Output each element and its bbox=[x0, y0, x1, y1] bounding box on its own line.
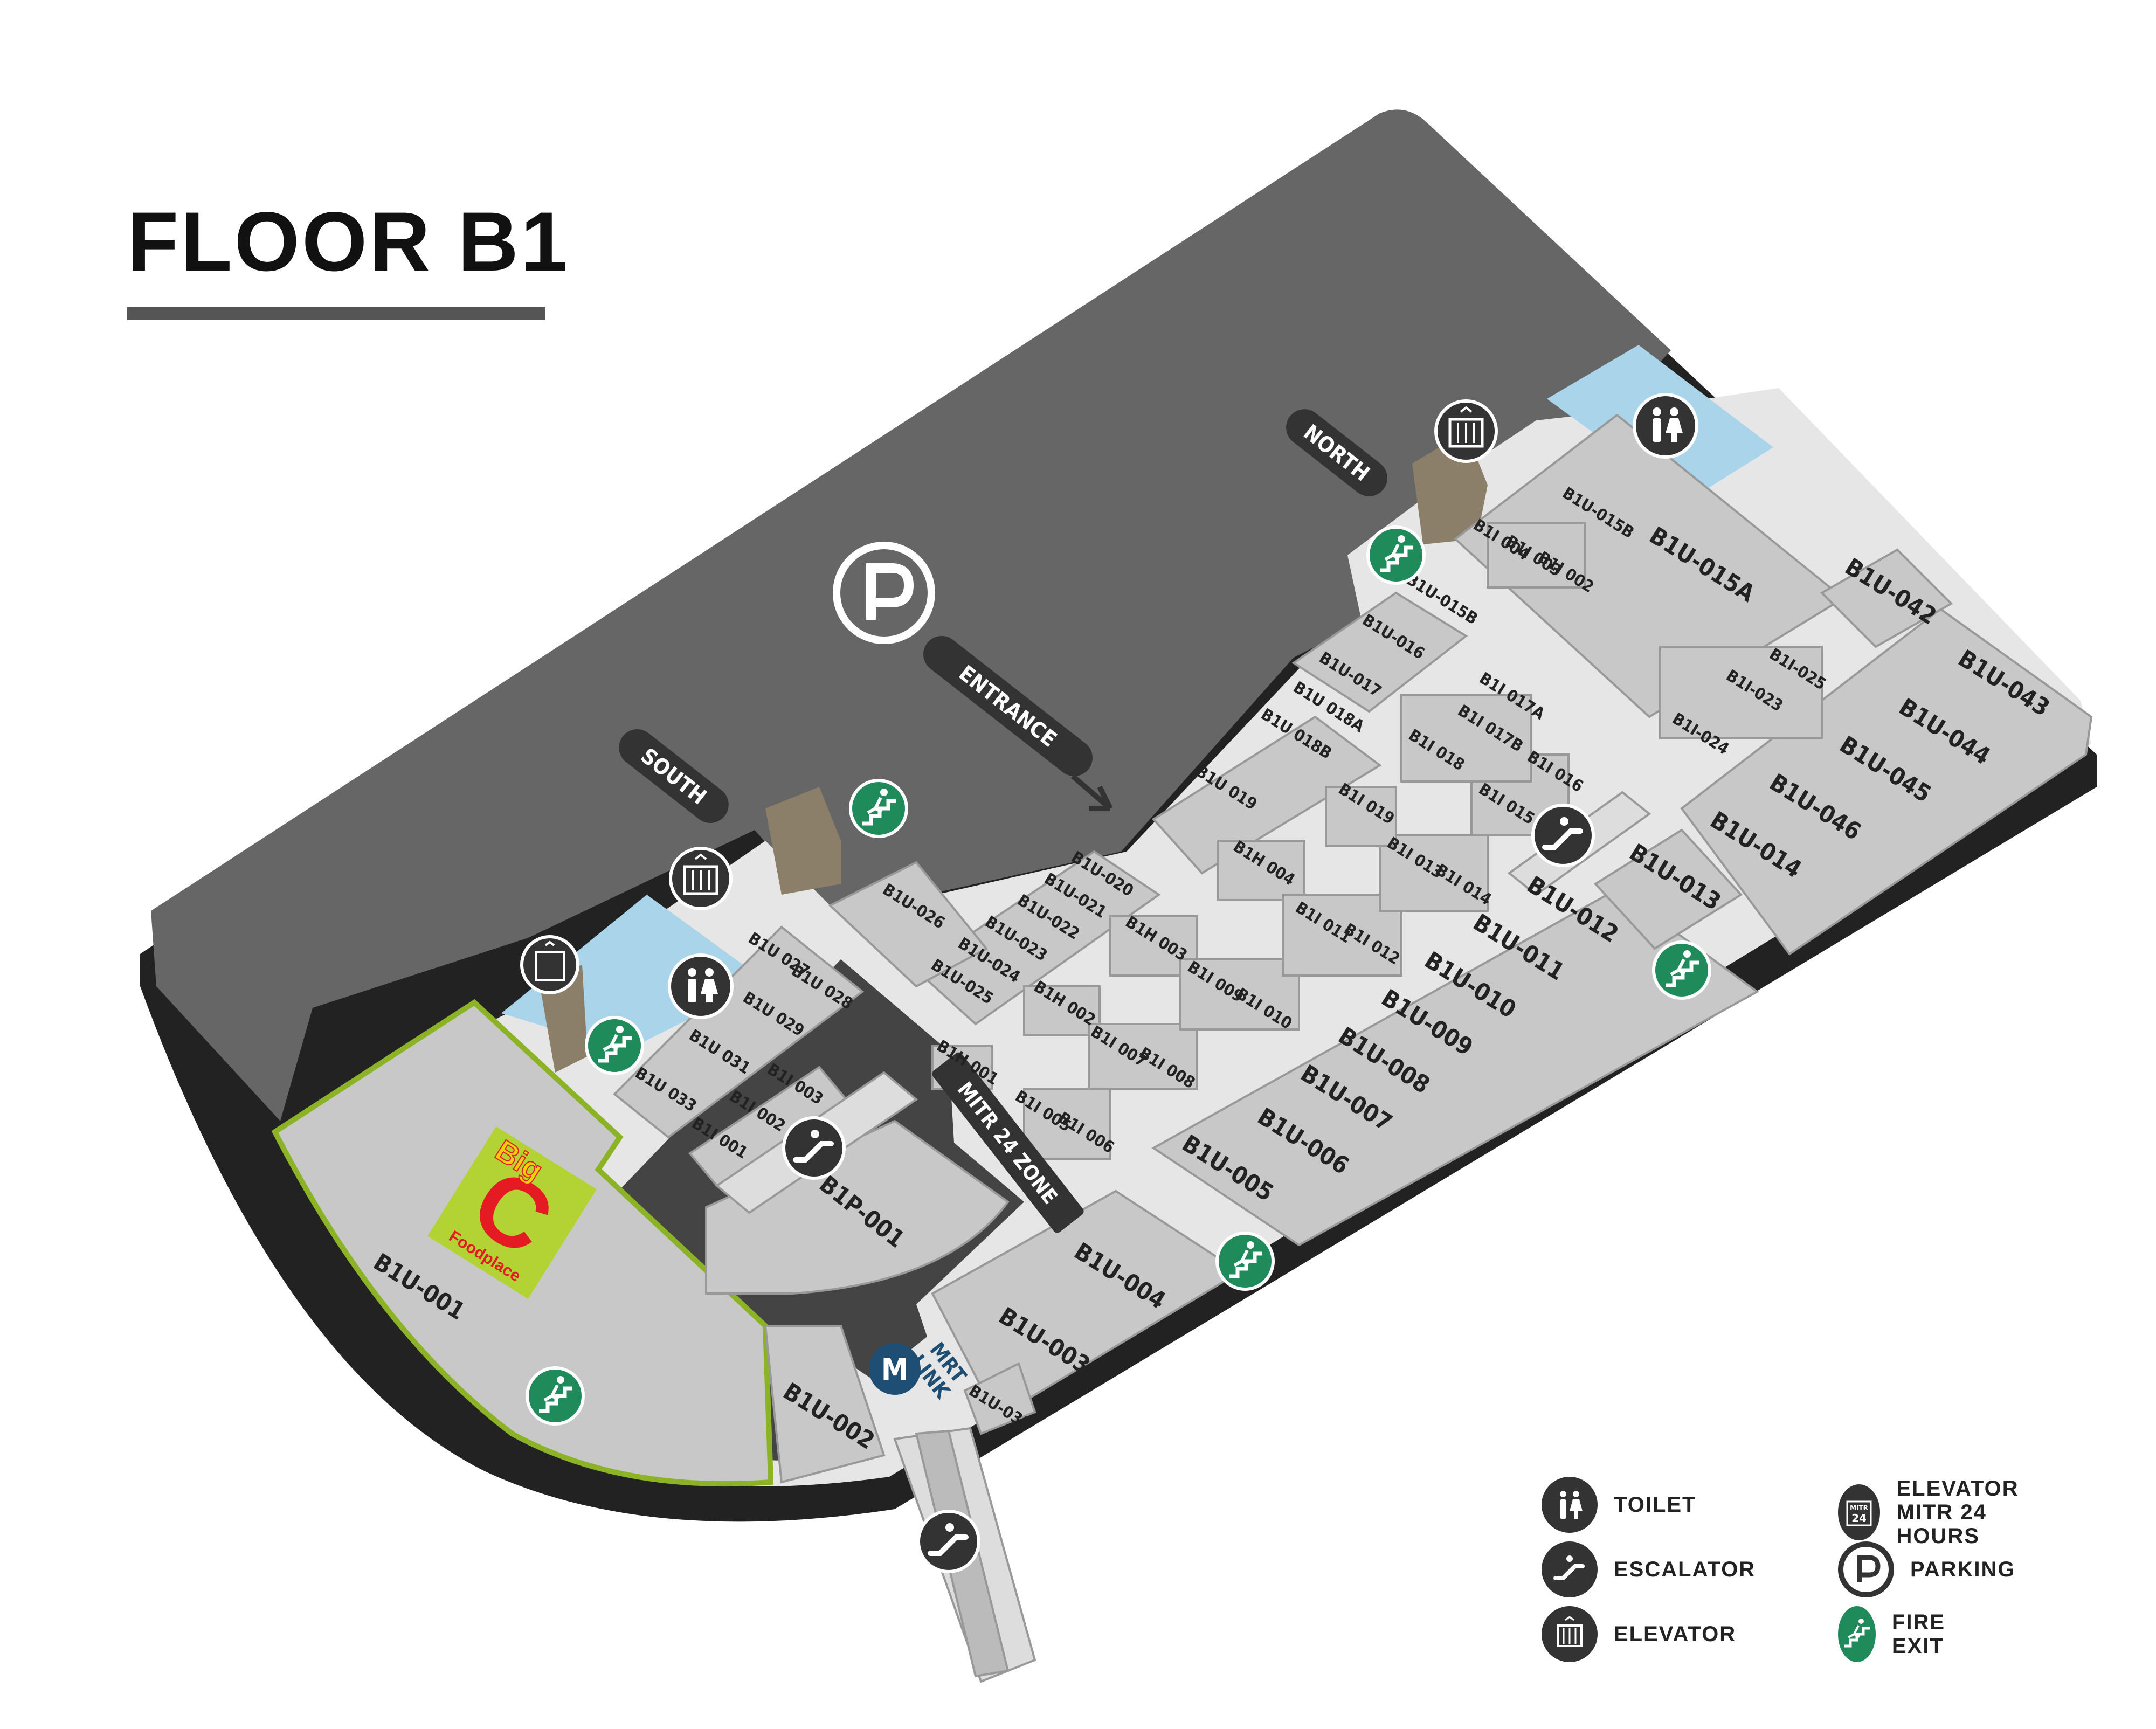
kiosk-b1h-003[interactable] bbox=[1109, 915, 1198, 977]
fire-exit-icon[interactable] bbox=[527, 1368, 583, 1424]
elevator-icon bbox=[1542, 1606, 1598, 1662]
fire-exit-icon[interactable] bbox=[851, 780, 907, 836]
toilet-icon bbox=[1542, 1477, 1598, 1533]
unit-block-b1u-042[interactable] bbox=[1820, 548, 1953, 648]
kiosk-b1i-017-018[interactable] bbox=[1400, 694, 1532, 783]
kiosks bbox=[931, 522, 1823, 1160]
legend-fire-exit-label: FIRE EXIT bbox=[1892, 1610, 1946, 1658]
legend-escalator: ESCALATOR bbox=[1542, 1541, 1756, 1597]
unit-block-b1u-026[interactable] bbox=[828, 861, 989, 988]
kiosk-b1i-007-008[interactable] bbox=[1088, 1023, 1198, 1090]
escalator-icon[interactable] bbox=[1533, 805, 1593, 866]
escalator-icon[interactable] bbox=[784, 1118, 844, 1178]
kiosk-b1i-005-006[interactable] bbox=[1023, 1088, 1111, 1160]
legend-elevator-mitr-line1: ELEVATOR bbox=[1896, 1477, 2019, 1500]
legend-fire-exit: FIRE EXIT bbox=[1838, 1606, 1964, 1662]
fire-exit-icon[interactable] bbox=[1217, 1233, 1273, 1289]
unit-block-b1p-001[interactable] bbox=[705, 1119, 1010, 1295]
title-underline bbox=[127, 307, 545, 320]
legend-toilet: TOILET bbox=[1542, 1477, 1696, 1533]
legend-elevator-mitr-line2: MITR 24 HOURS bbox=[1896, 1500, 1987, 1548]
kiosk-b1i-023-025[interactable] bbox=[1659, 646, 1823, 739]
bigc-logo: C Big Foodplace bbox=[427, 1126, 597, 1299]
toilet-icon[interactable] bbox=[1634, 395, 1697, 457]
fire-exit-icon[interactable] bbox=[1654, 942, 1710, 998]
toilet-icon[interactable] bbox=[669, 955, 732, 1018]
kiosk-b1i-013-014[interactable] bbox=[1379, 834, 1489, 912]
fire-exit-icon[interactable] bbox=[1368, 527, 1424, 583]
parking-area bbox=[151, 109, 1671, 1121]
legend-escalator-label: ESCALATOR bbox=[1614, 1558, 1756, 1581]
mrt-logo-icon: M bbox=[881, 1352, 908, 1387]
unit-block-b1u-013[interactable] bbox=[1593, 828, 1743, 950]
fire-exit-icon bbox=[1838, 1606, 1876, 1662]
kiosk-b1h-004[interactable] bbox=[1217, 840, 1305, 901]
elevator-icon[interactable] bbox=[671, 848, 731, 909]
parking-icon bbox=[1838, 1541, 1894, 1597]
kiosk-b1h-002[interactable] bbox=[1023, 985, 1101, 1036]
fire-exit-icon[interactable] bbox=[586, 1018, 642, 1074]
svg-text:MITR: MITR bbox=[1850, 1504, 1868, 1512]
elevator-icon[interactable] bbox=[1436, 401, 1496, 461]
mrt-link[interactable]: M MRT LINK bbox=[869, 1336, 973, 1403]
elevator-mitr-icon[interactable] bbox=[522, 937, 578, 993]
kiosk-b1i-009-010[interactable] bbox=[1179, 958, 1300, 1031]
elevator-shaft-south bbox=[765, 787, 841, 895]
unit-block-east[interactable] bbox=[1680, 607, 2093, 956]
legend-parking-label: PARKING bbox=[1910, 1558, 2016, 1581]
unit-block-b1u-020-025[interactable] bbox=[914, 850, 1161, 1026]
entrance-arrow-icon bbox=[1070, 774, 1113, 811]
kiosk-b1i-019[interactable] bbox=[1325, 786, 1397, 847]
unit-block-south-east[interactable] bbox=[1151, 888, 1759, 1247]
legend-elevator-mitr-label: ELEVATOR MITR 24 HOURS bbox=[1896, 1477, 2033, 1548]
kiosk-b1i-002-004[interactable] bbox=[1487, 522, 1586, 589]
unit-block-b1u-019[interactable] bbox=[1151, 715, 1382, 875]
floor-title: FLOOR B1 bbox=[127, 195, 570, 289]
legend-toilet-label: TOILET bbox=[1614, 1493, 1697, 1517]
unit-block-b1u-002[interactable] bbox=[764, 1325, 886, 1484]
unit-block-b1u-035[interactable] bbox=[963, 1362, 1036, 1435]
parking-icon bbox=[833, 542, 935, 644]
legend-elevator: ELEVATOR bbox=[1542, 1606, 1736, 1662]
unit-block-b1u-016-017[interactable] bbox=[1291, 591, 1468, 713]
legend-parking: PARKING bbox=[1838, 1541, 2015, 1597]
escalator-icon bbox=[1542, 1541, 1598, 1597]
svg-text:24: 24 bbox=[1851, 1512, 1867, 1525]
legend-elevator-label: ELEVATOR bbox=[1614, 1622, 1737, 1646]
escalator-icon[interactable] bbox=[918, 1511, 979, 1572]
